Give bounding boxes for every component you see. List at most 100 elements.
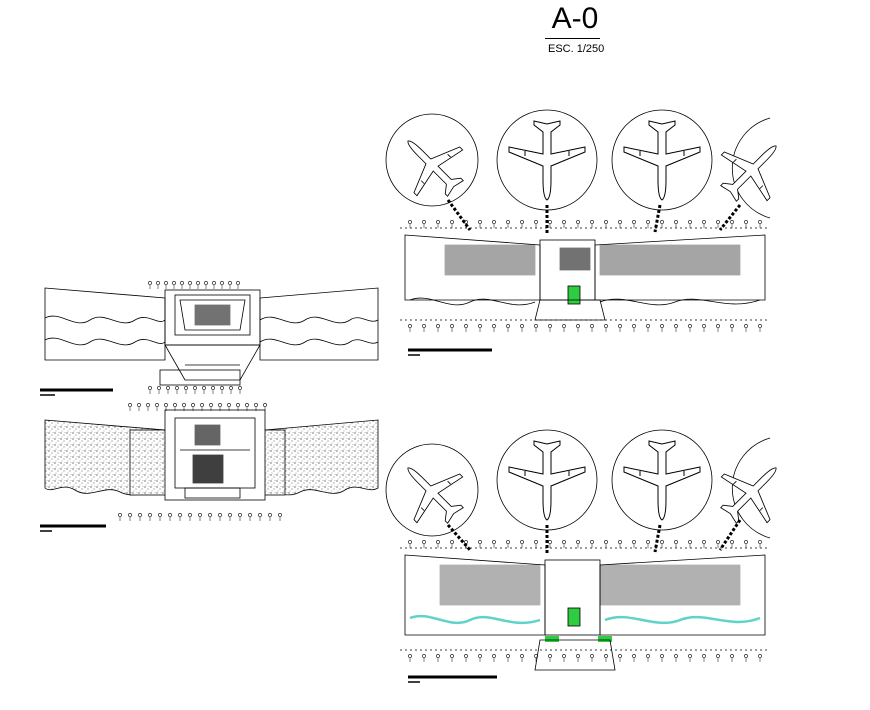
grid-bubble (576, 540, 580, 544)
grid-bubble (688, 540, 692, 544)
grid-bubble (492, 540, 496, 544)
grid-bubble (674, 540, 678, 544)
grid-bubble (157, 386, 161, 390)
grid-bubble (562, 540, 566, 544)
grid-bubble (172, 281, 176, 285)
grid-bubble (184, 386, 188, 390)
grid-bubble (238, 513, 242, 517)
grid-bubble (506, 540, 510, 544)
grid-bubble (212, 281, 216, 285)
grid-bubble (128, 403, 132, 407)
grid-bubble (208, 513, 212, 517)
grid-bubble (464, 654, 468, 658)
grid-bubble (478, 324, 482, 328)
grid-bubble (450, 654, 454, 658)
grid-bubble (188, 513, 192, 517)
grid-bubble (506, 324, 510, 328)
grid-bubble (520, 540, 524, 544)
grid-bubble (148, 513, 152, 517)
grid-bubble (164, 281, 168, 285)
grid-bubble (220, 281, 224, 285)
grid-bubble (422, 220, 426, 224)
grid-bubble (590, 654, 594, 658)
grid-bubble (646, 324, 650, 328)
grid-bubble (702, 540, 706, 544)
grid-bubble (758, 540, 762, 544)
grid-bubble (148, 281, 152, 285)
grid-bubble (178, 513, 182, 517)
grid-bubble (236, 403, 240, 407)
grid-bubble (408, 324, 412, 328)
grid-bubble (478, 654, 482, 658)
grid-bubble (245, 403, 249, 407)
grid-bubble (660, 654, 664, 658)
grid-bubble (646, 540, 650, 544)
grid-bubble (191, 403, 195, 407)
grid-bubble (590, 324, 594, 328)
grid-bubble (198, 513, 202, 517)
grid-bubble (548, 540, 552, 544)
grid-bubble (238, 386, 242, 390)
grid-bubble (436, 540, 440, 544)
grid-bubble (138, 513, 142, 517)
grid-bubble (674, 220, 678, 224)
grid-bubble (258, 513, 262, 517)
grid-bubble (744, 540, 748, 544)
title-underline (545, 38, 600, 39)
grid-bubble (422, 654, 426, 658)
grid-bubble (422, 540, 426, 544)
grid-bubble (180, 281, 184, 285)
grid-bubble (744, 324, 748, 328)
grid-bubble (520, 324, 524, 328)
grid-bubble (730, 324, 734, 328)
grid-bubble (744, 220, 748, 224)
grid-bubble (254, 403, 258, 407)
grid-bubble (188, 281, 192, 285)
grid-bubble (146, 403, 150, 407)
grid-bubble (164, 403, 168, 407)
grid-bubble (758, 324, 762, 328)
grid-bubble (196, 281, 200, 285)
grid-bubble (492, 220, 496, 224)
grid-bubble (182, 403, 186, 407)
grid-bubble (716, 324, 720, 328)
grid-bubble (646, 220, 650, 224)
grid-bubble (248, 513, 252, 517)
grid-bubble (548, 324, 552, 328)
grid-bubble (148, 386, 152, 390)
plan-large-upper (384, 109, 800, 356)
grid-bubble (450, 324, 454, 328)
grid-bubble (450, 540, 454, 544)
grid-bubble (590, 540, 594, 544)
grid-bubble (604, 540, 608, 544)
grid-bubble (632, 220, 636, 224)
grid-bubble (702, 654, 706, 658)
grid-bubble (228, 513, 232, 517)
grid-bubble (548, 654, 552, 658)
grid-bubble (562, 220, 566, 224)
grid-bubble (220, 386, 224, 390)
grid-bubble (137, 403, 141, 407)
grid-bubble (688, 654, 692, 658)
grid-bubble (408, 540, 412, 544)
grid-bubble (604, 220, 608, 224)
grid-bubble (408, 220, 412, 224)
grid-bubble (660, 540, 664, 544)
grid-bubble (478, 220, 482, 224)
grid-bubble (464, 540, 468, 544)
grid-bubble (202, 386, 206, 390)
grid-bubble (618, 220, 622, 224)
grid-bubble (730, 654, 734, 658)
grid-bubble (520, 220, 524, 224)
grid-bubble (576, 324, 580, 328)
grid-bubble (492, 324, 496, 328)
grid-bubble (534, 220, 538, 224)
plan-small-lower (40, 409, 379, 532)
grid-bubble (436, 324, 440, 328)
plan-large-lower (384, 429, 800, 683)
grid-bubble (702, 324, 706, 328)
grid-bubble (674, 324, 678, 328)
grid-bubble (548, 220, 552, 224)
